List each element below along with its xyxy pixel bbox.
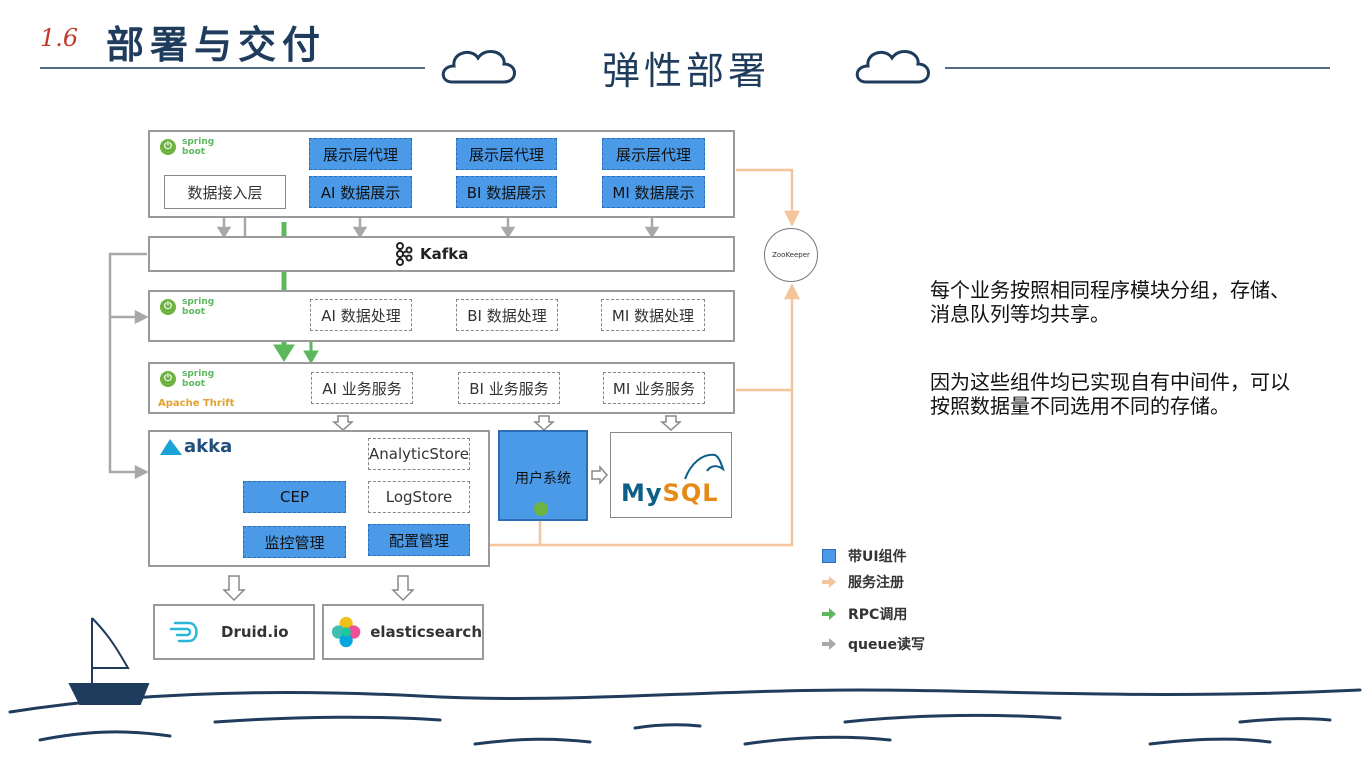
kafka-label: Kafka xyxy=(394,242,468,266)
druid-icon xyxy=(169,621,198,643)
orange-arrow-icon xyxy=(822,576,836,588)
elasticsearch-box: elasticsearch xyxy=(322,604,484,660)
apache-thrift-label: Apache Thrift xyxy=(158,398,235,409)
legend-ui-component: 带UI组件 xyxy=(822,546,907,566)
elasticsearch-icon xyxy=(331,616,361,648)
data-ingest-layer: 数据接入层 xyxy=(164,175,286,209)
log-store: LogStore xyxy=(368,481,470,513)
wave-decoration xyxy=(8,688,1362,746)
druid-box: Druid.io xyxy=(153,604,315,660)
service-mi: MI 业务服务 xyxy=(603,372,705,404)
service-ai: AI 业务服务 xyxy=(311,372,413,404)
akka-logo: akka xyxy=(160,436,232,457)
kafka-icon xyxy=(396,242,413,266)
page-title: 部署与交付 xyxy=(106,22,327,67)
note-paragraph-2: 因为这些组件均已实现自有中间件，可以按照数据量不同选用不同的存储。 xyxy=(930,370,1290,418)
kafka-bar xyxy=(148,236,735,272)
monitor-management: 监控管理 xyxy=(243,526,346,558)
spring-leaf-icon xyxy=(534,502,548,516)
legend-rpc-call: RPC调用 xyxy=(822,604,907,624)
spring-leaf-icon: ⏻ xyxy=(160,371,176,387)
section-number: 1.6 xyxy=(40,24,79,52)
spring-leaf-icon: ⏻ xyxy=(160,139,176,155)
proxy-ai: 展示层代理 xyxy=(309,138,412,170)
note-paragraph-1: 每个业务按照相同程序模块分组，存储、消息队列等均共享。 xyxy=(930,278,1290,326)
analytic-store: AnalyticStore xyxy=(368,438,470,470)
dolphin-icon xyxy=(684,453,725,480)
processing-bi: BI 数据处理 xyxy=(456,299,558,331)
legend-service-registration: 服务注册 xyxy=(822,572,904,592)
proxy-mi: 展示层代理 xyxy=(602,138,705,170)
gray-arrow-icon xyxy=(822,638,836,650)
mysql-logo-box: MySQL xyxy=(610,432,732,518)
proxy-bi: 展示层代理 xyxy=(456,138,557,170)
cloud-icon-right xyxy=(855,49,930,84)
legend-square-icon xyxy=(822,549,836,563)
display-bi: BI 数据展示 xyxy=(456,176,557,208)
zookeeper-node: ZooKeeper xyxy=(764,228,818,282)
user-system: 用户系统 xyxy=(498,430,588,521)
config-management: 配置管理 xyxy=(368,524,470,556)
boat-icon xyxy=(68,617,150,705)
display-mi: MI 数据展示 xyxy=(602,176,705,208)
processing-mi: MI 数据处理 xyxy=(601,299,705,331)
display-ai: AI 数据展示 xyxy=(309,176,412,208)
cep-module: CEP xyxy=(243,481,346,513)
processing-ai: AI 数据处理 xyxy=(310,299,412,331)
legend-queue-rw: queue读写 xyxy=(822,634,925,654)
green-arrow-icon xyxy=(822,608,836,620)
page-subtitle: 弹性部署 xyxy=(602,49,771,93)
cloud-icon-left xyxy=(441,49,516,84)
service-bi: BI 业务服务 xyxy=(458,372,560,404)
spring-leaf-icon: ⏻ xyxy=(160,299,176,315)
akka-icon xyxy=(160,438,182,455)
